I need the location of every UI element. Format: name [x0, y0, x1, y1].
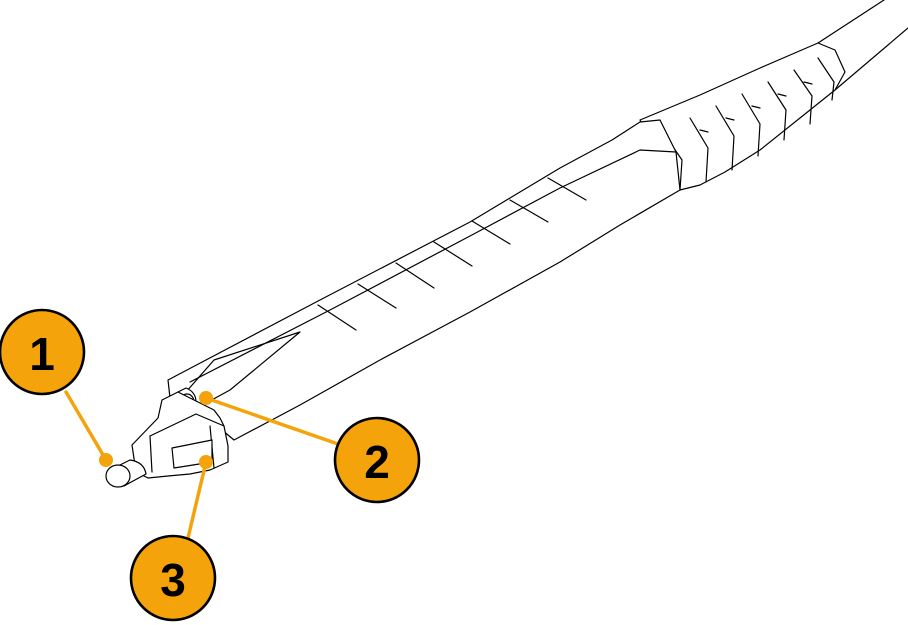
- leader-dot-1: [99, 453, 113, 467]
- leader-lines: [64, 390, 340, 540]
- callout-circle-3: [129, 534, 217, 622]
- leader-line-3: [186, 460, 208, 540]
- leader-dot-2: [199, 391, 213, 405]
- callout-1: 1: [0, 308, 86, 396]
- probe-cable: [817, 0, 908, 91]
- leader-dot-3: [199, 455, 213, 469]
- leader-line-1: [64, 390, 108, 462]
- callout-circle-1: [0, 308, 86, 396]
- callout-label-3: 3: [160, 554, 186, 606]
- probe-body: [167, 119, 681, 441]
- callout-3: 3: [129, 534, 217, 622]
- callout-label-1: 1: [29, 328, 55, 380]
- leader-line-2: [204, 396, 340, 446]
- callout-2: 2: [333, 416, 421, 504]
- strain-relief: [639, 42, 846, 191]
- callout-label-2: 2: [364, 436, 390, 488]
- callout-circle-2: [333, 416, 421, 504]
